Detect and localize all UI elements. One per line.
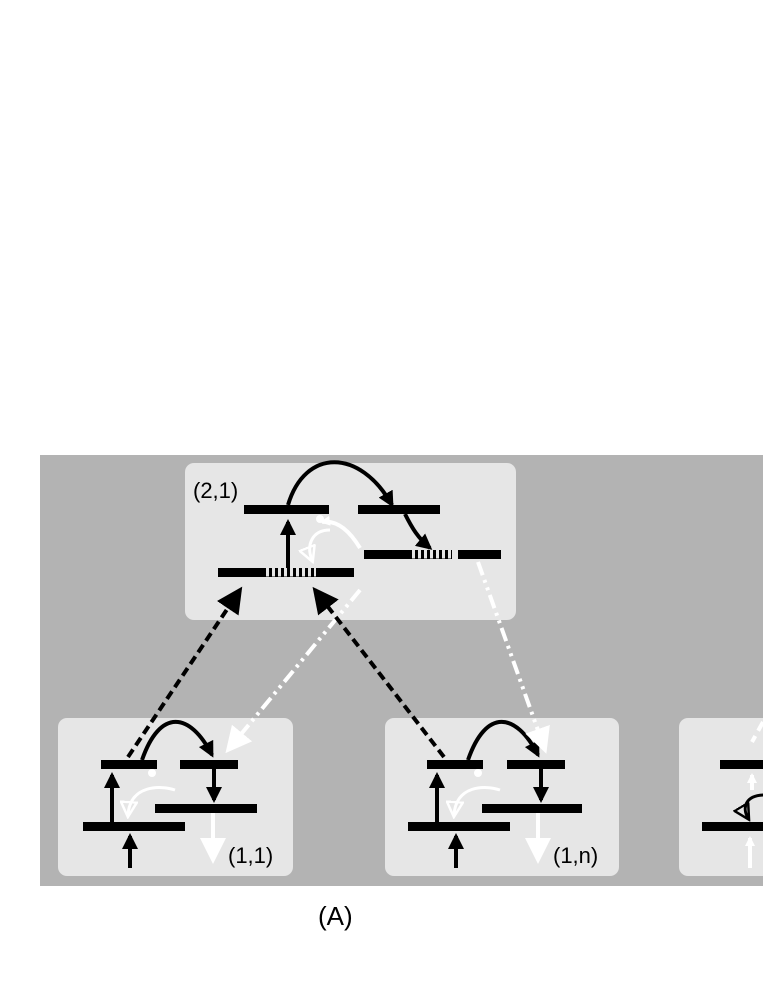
module-1-n-box bbox=[385, 718, 619, 876]
level-bar bbox=[83, 822, 185, 831]
coupling-arrow bbox=[745, 793, 763, 818]
level-bar bbox=[180, 760, 238, 769]
level-bar bbox=[244, 505, 329, 514]
level-bar bbox=[408, 822, 510, 831]
module-1-n: (1,n) bbox=[408, 719, 598, 868]
level-bar bbox=[155, 804, 257, 813]
module-2-1-box bbox=[185, 463, 516, 620]
coupling-arrow bbox=[310, 528, 331, 560]
level-bar bbox=[427, 760, 483, 769]
level-bar bbox=[358, 505, 440, 514]
incoming-arrow-tail bbox=[750, 721, 763, 743]
level-bar bbox=[364, 550, 412, 559]
module-1-1-box bbox=[58, 718, 293, 876]
inter-arrow-2-1-to-1-n bbox=[476, 561, 550, 754]
transfer-arrow bbox=[286, 460, 394, 508]
module-label-2-1: (2,1) bbox=[193, 478, 238, 503]
module-1-1: (1,1) bbox=[83, 719, 273, 868]
level-bar bbox=[702, 822, 763, 831]
level-bar bbox=[720, 760, 763, 769]
level-bar bbox=[218, 568, 266, 577]
coupling-dot bbox=[474, 769, 482, 777]
transfer-arrow bbox=[140, 719, 214, 761]
module-cut bbox=[702, 721, 763, 868]
coupling-arrow bbox=[454, 786, 501, 815]
inter-arrow-1-1-to-2-1 bbox=[126, 586, 243, 759]
coupling-arrow bbox=[128, 786, 176, 815]
module-label-1-1: (1,1) bbox=[228, 843, 273, 868]
coupling-dot bbox=[148, 769, 156, 777]
module-cut-box bbox=[679, 718, 763, 876]
relax-arrow bbox=[403, 513, 433, 550]
level-bar bbox=[101, 760, 157, 769]
level-bar bbox=[316, 568, 354, 577]
module-label-1-n: (1,n) bbox=[553, 843, 598, 868]
inter-arrow-1-n-to-2-1 bbox=[312, 586, 446, 759]
module-2-1: (2,1) bbox=[193, 460, 501, 577]
level-bar bbox=[507, 760, 565, 769]
level-bar bbox=[458, 550, 501, 559]
coupling-arrow bbox=[320, 515, 362, 550]
figure-caption: (A) bbox=[318, 901, 353, 931]
level-bar bbox=[482, 804, 582, 813]
